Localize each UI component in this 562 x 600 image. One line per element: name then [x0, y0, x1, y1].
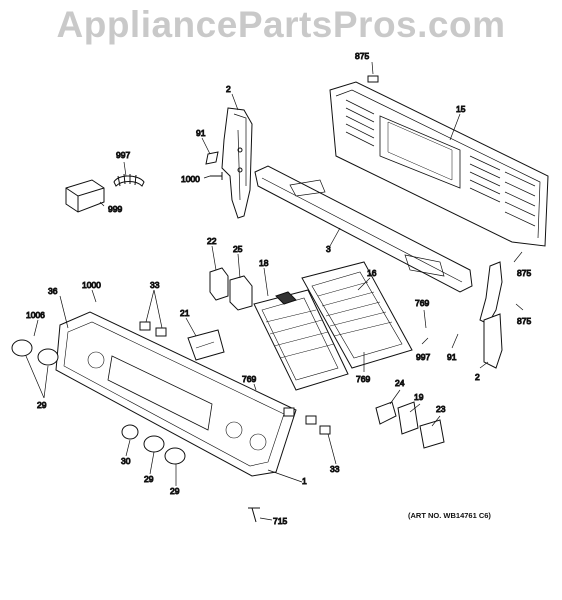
callout-18: 18 — [259, 258, 269, 268]
rear-panel-part — [329, 81, 549, 247]
callout-875: 875 — [355, 51, 369, 61]
side-bracket-left-part — [221, 107, 253, 219]
art-number-label: (ART NO. WB14761 C6) — [408, 511, 491, 520]
callout-769: 769 — [415, 298, 429, 308]
knob-29-left-1 — [11, 339, 33, 357]
callout-22: 22 — [207, 236, 217, 246]
watermark: AppliancePartsPros.com — [56, 4, 506, 45]
callout-2: 2 — [226, 84, 231, 94]
callout-29: 29 — [144, 474, 154, 484]
callout-875: 875 — [517, 316, 531, 326]
callout-997: 997 — [416, 352, 430, 362]
switch-19-part — [397, 401, 419, 435]
callout-33: 33 — [150, 280, 160, 290]
knob-base-33-a — [139, 321, 167, 337]
harness-block-part — [65, 179, 105, 213]
callout-labels: 875 15 2 91 997 1000 999 3 22 25 18 16 8… — [26, 51, 532, 527]
callout-875: 875 — [517, 268, 531, 278]
callout-24: 24 — [395, 378, 405, 388]
callout-33: 33 — [330, 464, 340, 474]
console-panel-part — [55, 311, 297, 477]
callout-16: 16 — [367, 268, 377, 278]
callout-1006: 1006 — [26, 310, 45, 320]
callout-769: 769 — [242, 374, 256, 384]
callout-15: 15 — [456, 104, 466, 114]
leader-lines — [25, 61, 524, 521]
callout-2: 2 — [475, 372, 480, 382]
callout-769: 769 — [356, 374, 370, 384]
callout-715: 715 — [273, 516, 287, 526]
callout-1: 1 — [302, 476, 307, 486]
knob-29-left-2 — [37, 348, 59, 366]
callout-29: 29 — [37, 400, 47, 410]
switch-24-part — [375, 401, 397, 425]
callout-3: 3 — [326, 244, 331, 254]
callout-30: 30 — [121, 456, 131, 466]
callout-36: 36 — [48, 286, 58, 296]
knob-29-right — [164, 447, 186, 465]
callout-91: 91 — [196, 128, 206, 138]
callout-91: 91 — [447, 352, 457, 362]
callout-23: 23 — [436, 404, 446, 414]
switch-25-part — [229, 275, 253, 311]
screw-875-top-part — [367, 75, 379, 83]
callout-999: 999 — [108, 204, 122, 214]
screw-1000-part — [210, 172, 223, 180]
knob-30 — [121, 424, 139, 440]
display-lens-part — [187, 329, 225, 361]
side-bracket-right-part — [479, 261, 503, 369]
control-board-part — [253, 289, 349, 391]
callout-19: 19 — [414, 392, 424, 402]
switch-23-part — [419, 419, 445, 449]
clip-997-part — [113, 173, 145, 187]
knob-29-mid — [143, 435, 165, 453]
callout-1000: 1000 — [181, 174, 200, 184]
callout-29: 29 — [170, 486, 180, 496]
callout-25: 25 — [233, 244, 243, 254]
knob-base-33-b — [283, 407, 331, 435]
vent-trim-part — [254, 165, 473, 293]
switch-22-part — [209, 267, 229, 301]
touch-panel-part — [301, 261, 413, 369]
screw-715-part — [248, 507, 260, 523]
screw-91-part — [205, 151, 219, 165]
callout-997: 997 — [116, 150, 130, 160]
callout-1000: 1000 — [82, 280, 101, 290]
callout-21: 21 — [180, 308, 190, 318]
